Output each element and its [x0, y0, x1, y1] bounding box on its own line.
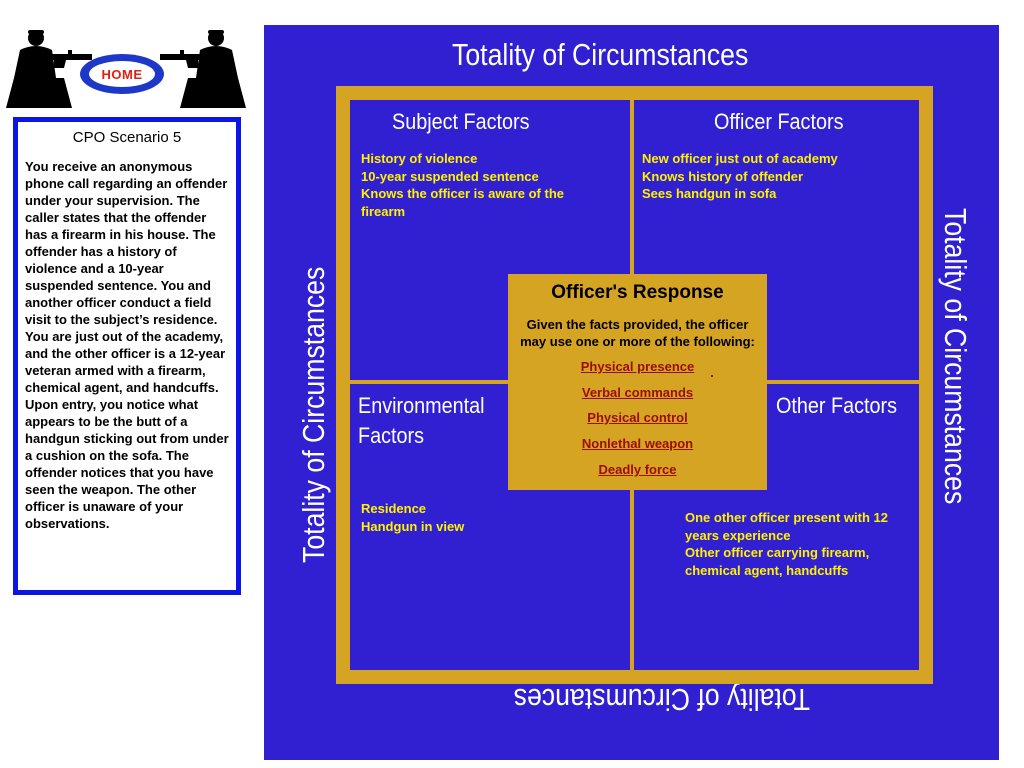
other-fact: Other officer carrying firearm, chemical… — [685, 545, 870, 578]
physical-control-link[interactable]: Physical control — [587, 410, 688, 426]
header: HOME — [0, 22, 250, 110]
officer-factors-list: New officer just out of academy Knows hi… — [642, 150, 912, 203]
physical-presence-link[interactable]: Physical presence — [580, 359, 695, 374]
scenario-text: You receive an anonymous phone call rega… — [25, 159, 229, 531]
deadly-force-link[interactable]: Deadly force — [598, 461, 677, 477]
subject-fact: 10-year suspended sentence — [361, 168, 539, 184]
officer-response-box: Officer's Response Given the facts provi… — [508, 274, 767, 490]
response-option: Deadly force — [508, 461, 767, 487]
environmental-fact: Handgun in view — [361, 518, 465, 534]
home-button[interactable]: HOME — [80, 54, 164, 94]
frame-border-bottom — [336, 670, 933, 684]
frame-title-bottom: Totality of Circumstances — [513, 682, 810, 717]
nonlethal-weapon-link[interactable]: Nonlethal weapon — [581, 436, 694, 452]
frame-title-top: Totality of Circumstances — [452, 37, 749, 72]
officer-fact: Knows history of offender — [642, 168, 804, 184]
scenario-panel: CPO Scenario 5 You receive an anonymous … — [13, 117, 241, 595]
frame-border-left — [336, 86, 350, 684]
other-factors-list: One other officer present with 12 years … — [685, 509, 900, 579]
environmental-factors-list: Residence Handgun in view — [361, 500, 611, 535]
subject-fact: Knows the officer is aware of the firear… — [361, 186, 564, 219]
environmental-factors-title: Environmental Factors — [358, 391, 485, 451]
environmental-title-line: Environmental — [358, 393, 485, 418]
soldier-left-icon — [6, 30, 92, 108]
other-factors-title: Other Factors — [776, 393, 898, 418]
decorative-dot — [711, 375, 713, 377]
frame-border-top — [336, 86, 933, 100]
other-fact: One other officer present with 12 years … — [685, 510, 888, 543]
home-button-label: HOME — [89, 61, 155, 87]
verbal-commands-link[interactable]: Verbal commands — [581, 384, 694, 400]
subject-factors-list: History of violence 10-year suspended se… — [361, 150, 611, 220]
officer-response-description: Given the facts provided, the officer ma… — [520, 317, 755, 349]
officer-fact: New officer just out of academy — [642, 151, 838, 166]
officer-response-title: Officer's Response — [551, 282, 724, 303]
totality-diagram: Totality of Circumstances Totality of Ci… — [264, 25, 999, 760]
frame-border-right — [919, 86, 933, 684]
frame-title-left: Totality of Circumstances — [296, 266, 331, 563]
scenario-title: CPO Scenario 5 — [72, 129, 182, 146]
environmental-fact: Residence — [361, 501, 427, 516]
response-option: Physical control — [508, 409, 767, 435]
subject-fact: History of violence — [361, 151, 478, 166]
response-option: Nonlethal weapon — [508, 435, 767, 461]
subject-factors-title: Subject Factors — [392, 109, 530, 134]
environmental-title-line: Factors — [358, 423, 425, 448]
response-option: Verbal commands — [508, 384, 767, 410]
response-option: Physical presence — [508, 358, 767, 384]
response-options-list: Physical presence Verbal commands Physic… — [508, 358, 767, 486]
frame-title-right: Totality of Circumstances — [938, 208, 973, 505]
officer-fact: Sees handgun in sofa — [642, 186, 777, 201]
officer-factors-title: Officer Factors — [714, 109, 844, 134]
soldier-right-icon — [160, 30, 246, 108]
